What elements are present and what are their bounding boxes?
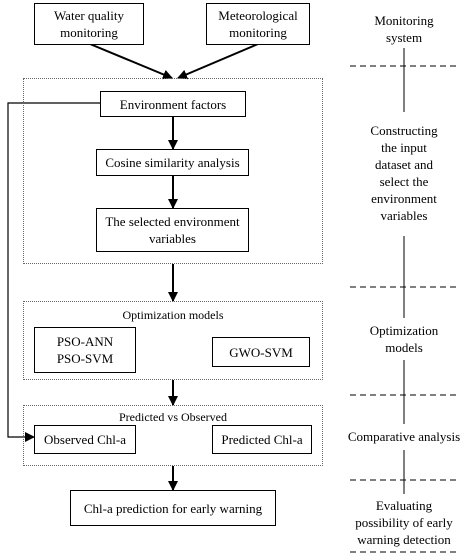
observed-chla-box: Observed Chl-a — [34, 425, 136, 454]
comparison-frame — [23, 405, 323, 466]
environment-factors-box: Environment factors — [100, 91, 246, 117]
stage-constructing-dataset: Constructing the input dataset and selec… — [370, 123, 438, 223]
stage-optimization-models: Optimization models — [369, 323, 439, 355]
pso-models-box: PSO-ANN PSO-SVM — [34, 327, 136, 373]
predicted-vs-observed-label: Predicted vs Observed — [119, 410, 227, 424]
arrow-met-to-env — [177, 43, 259, 80]
stage-monitoring-system: Monitoring system — [374, 13, 434, 45]
selected-variables-box: The selected environment variables — [96, 208, 249, 252]
optimization-frame — [23, 301, 323, 380]
arrow-water-to-env — [89, 43, 173, 80]
stage-evaluating: Evaluating possibility of early warning … — [355, 498, 453, 547]
stage-comparative-analysis: Comparative analysis — [347, 429, 461, 444]
predicted-chla-box: Predicted Chl-a — [212, 425, 312, 454]
cosine-similarity-box: Cosine similarity analysis — [96, 149, 249, 176]
dataset-frame — [23, 78, 323, 264]
water-quality-monitoring-box: Water quality monitoring — [34, 3, 144, 45]
feedback-line — [7, 102, 100, 442]
gwo-svm-box: GWO-SVM — [212, 337, 310, 367]
chla-prediction-box: Chl-a prediction for early warning — [70, 490, 276, 526]
optimization-models-label: Optimization models — [122, 308, 224, 322]
meteorological-monitoring-box: Meteorological monitoring — [206, 3, 310, 45]
